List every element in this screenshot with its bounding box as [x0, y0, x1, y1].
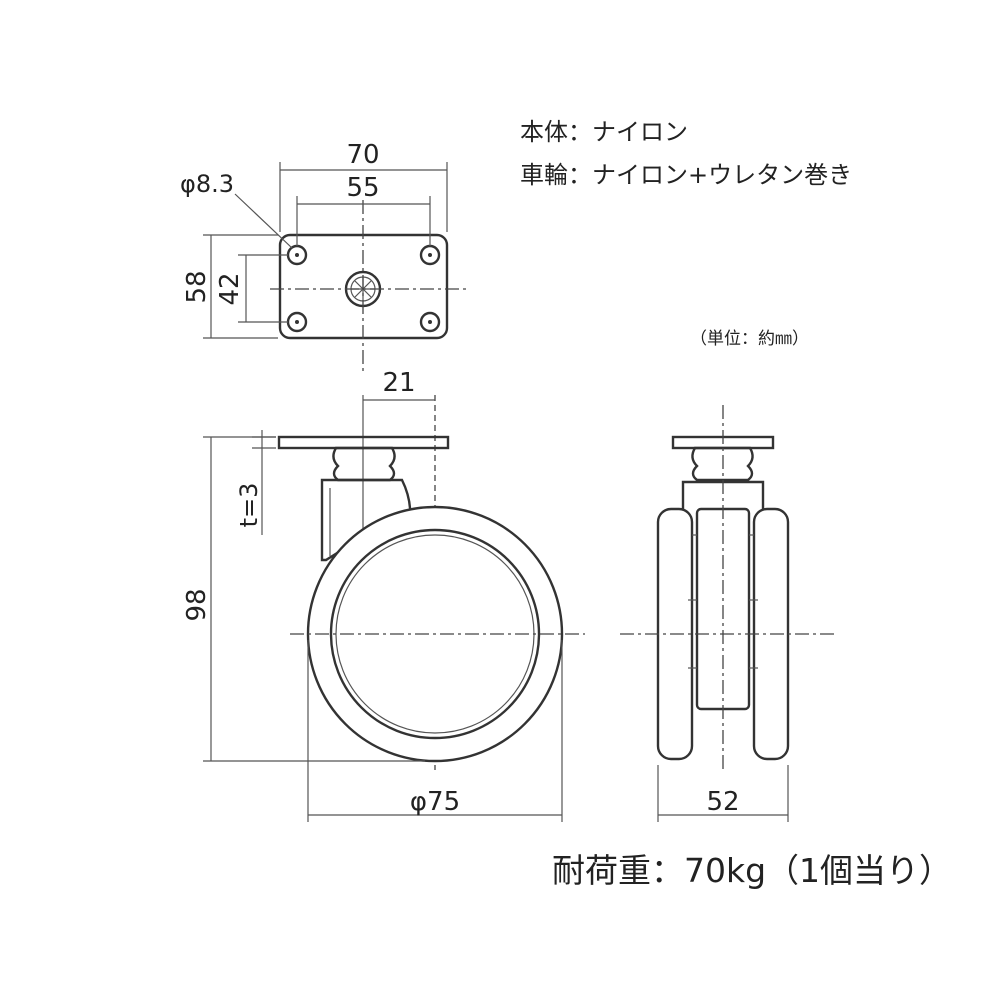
bolt-hole	[286, 311, 308, 333]
dim-wheel-diameter: φ75	[410, 787, 460, 817]
wheel-material-note: 車輪：ナイロン+ウレタン巻き	[520, 161, 852, 189]
dim-hole-spacing-depth: 42	[215, 272, 245, 305]
side-view: 21 t=3 98 φ75	[182, 368, 585, 822]
dim-plate-thickness: t=3	[235, 483, 263, 528]
bolt-hole	[419, 311, 441, 333]
body-material-note: 本体：ナイロン	[520, 118, 688, 146]
dim-plate-depth: 58	[182, 270, 212, 303]
dim-offset: 21	[382, 368, 415, 398]
wheel-hub	[329, 528, 541, 740]
dim-plate-width: 70	[346, 140, 379, 170]
dim-hole-diameter: φ8.3	[180, 170, 234, 198]
dim-total-height: 98	[182, 588, 212, 621]
top-view: 70 55 φ8.3 58 42	[180, 140, 470, 372]
dim-overall-width: 52	[706, 787, 739, 817]
load-capacity-note: 耐荷重：70kg（1個当り）	[552, 851, 952, 890]
swivel-bearing	[332, 446, 396, 482]
unit-note: （単位：約㎜）	[690, 329, 809, 349]
front-view: 52	[620, 405, 838, 822]
bolt-hole	[286, 244, 308, 266]
swivel-bearing-front	[691, 446, 754, 482]
bolt-hole	[419, 244, 441, 266]
dim-hole-spacing-width: 55	[346, 173, 379, 203]
